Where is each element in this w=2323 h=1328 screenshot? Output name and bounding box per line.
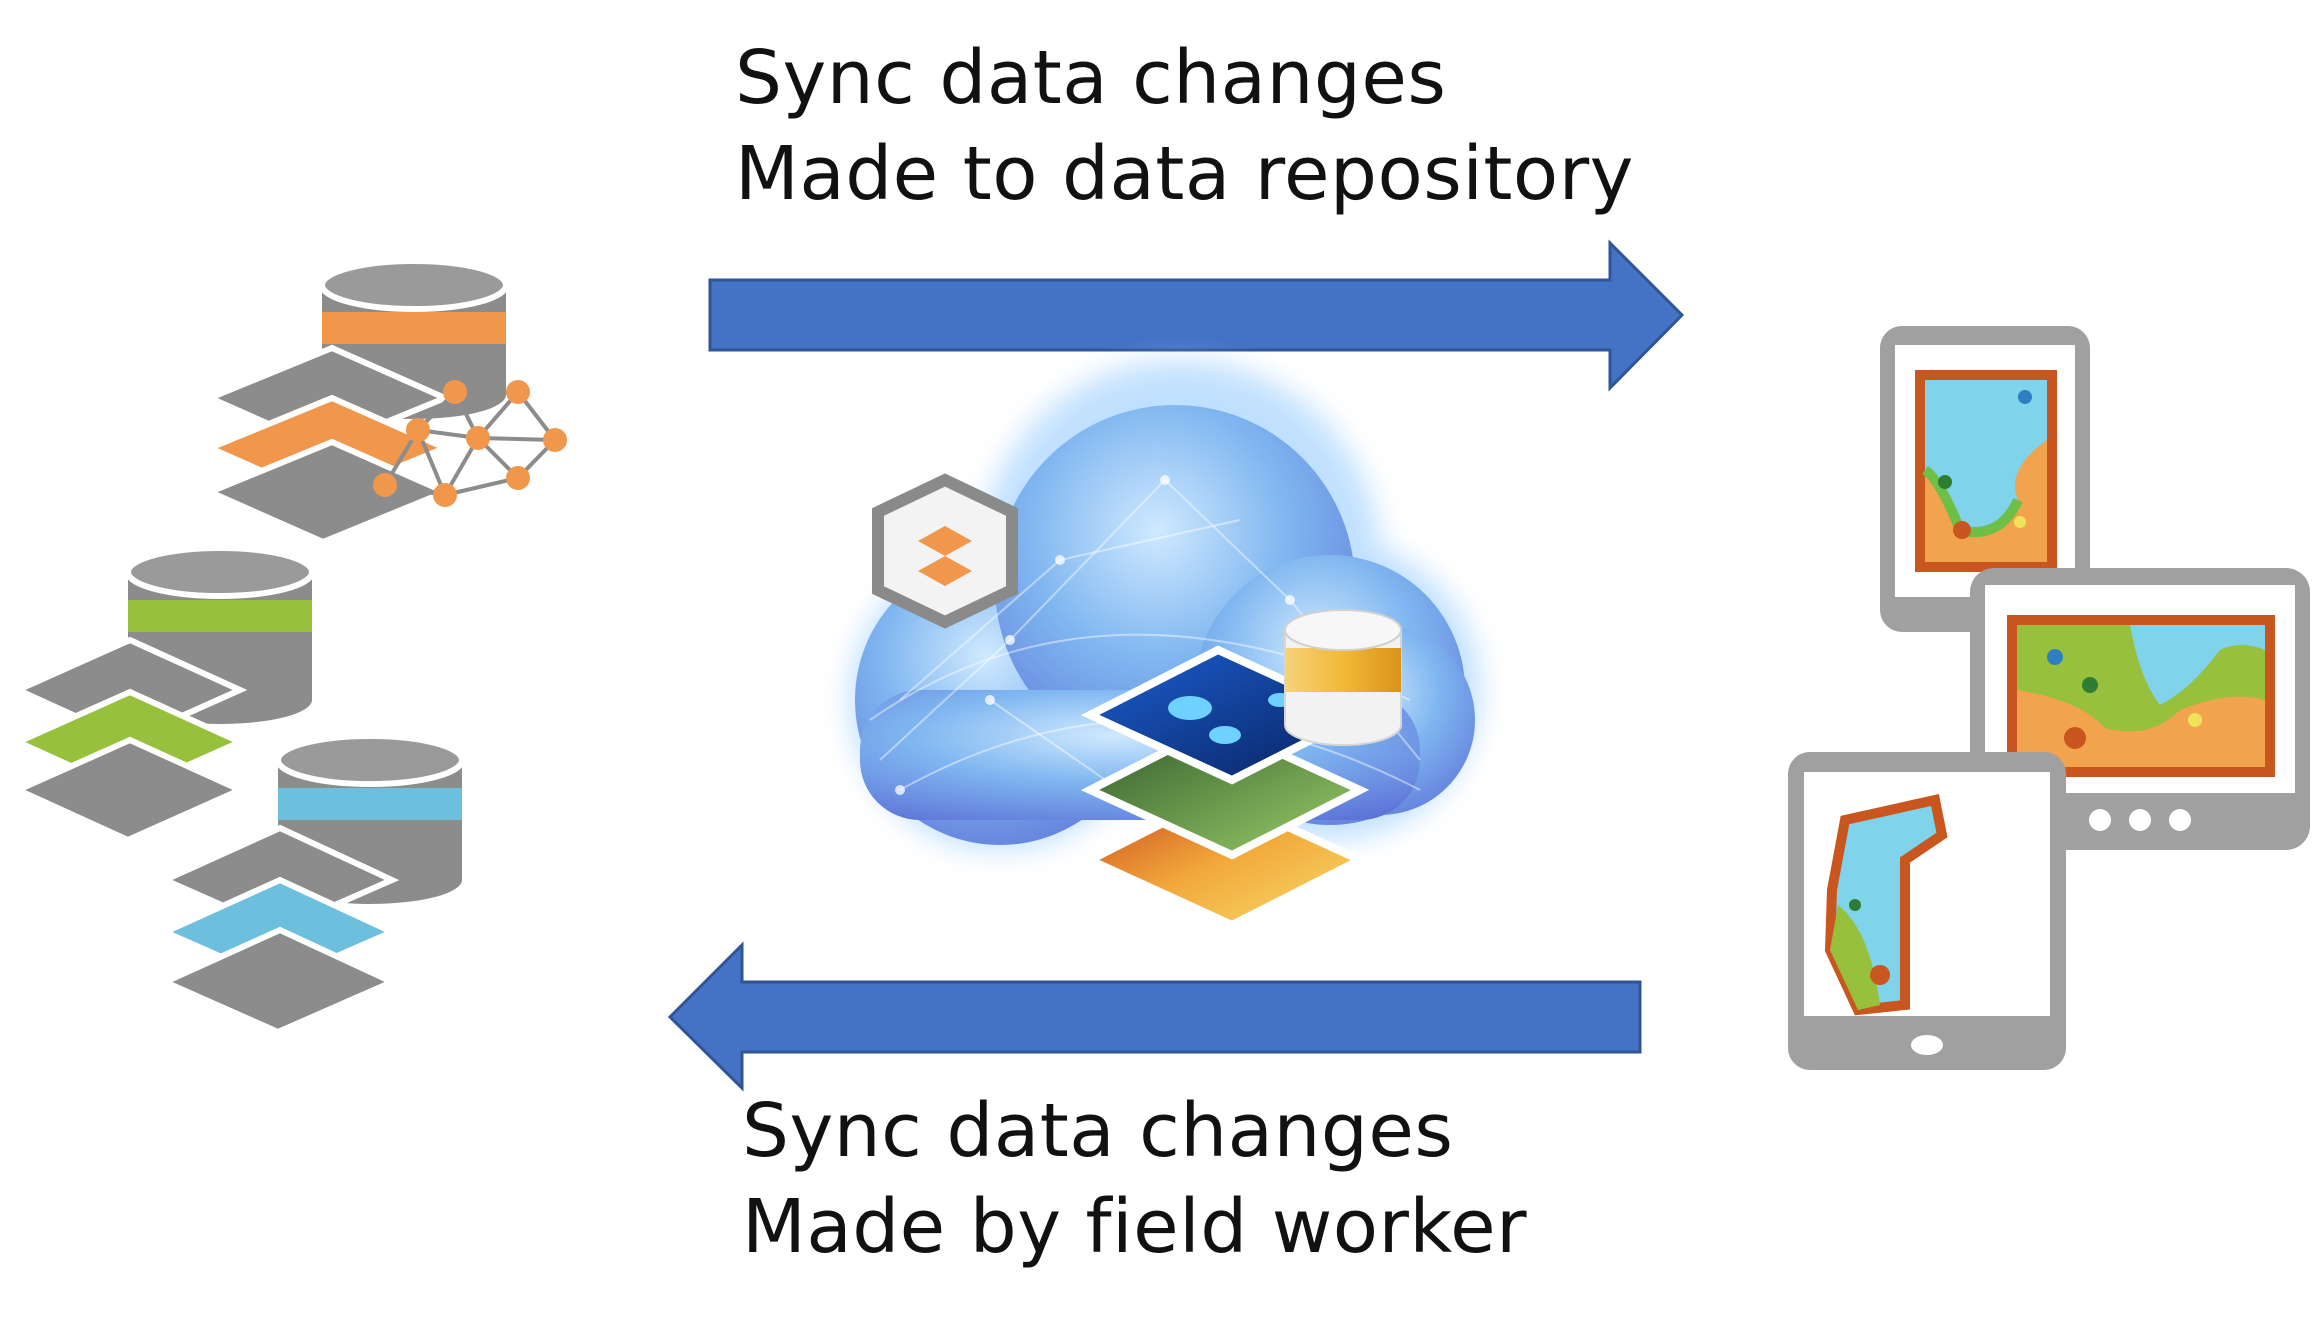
- layered-database-stack-icon: [10, 258, 567, 1036]
- imagery-layers-icon: [1080, 645, 1370, 930]
- phone-device-icon: [1880, 326, 2090, 632]
- top-label-line2: Made to data repository: [735, 131, 1634, 217]
- arrow-right-icon: [708, 239, 1685, 392]
- bottom-label-line2: Made by field worker: [742, 1184, 1528, 1270]
- layers-hexagon-badge-icon: [872, 473, 1018, 629]
- arrow-left-icon: [667, 941, 1642, 1092]
- top-sync-label: Sync data changes Made to data repositor…: [735, 30, 1634, 222]
- tablet-landscape-device-icon: [1970, 568, 2310, 850]
- bottom-sync-label: Sync data changes Made by field worker: [742, 1083, 1527, 1275]
- cloud-data-repository-icon: [850, 360, 1480, 930]
- top-label-line1: Sync data changes: [735, 35, 1447, 121]
- database-gold-icon: [1284, 609, 1402, 746]
- bottom-label-line1: Sync data changes: [742, 1088, 1454, 1174]
- mobile-devices-map-icon: [1788, 326, 2310, 1070]
- tablet-portrait-device-icon: [1788, 752, 2066, 1070]
